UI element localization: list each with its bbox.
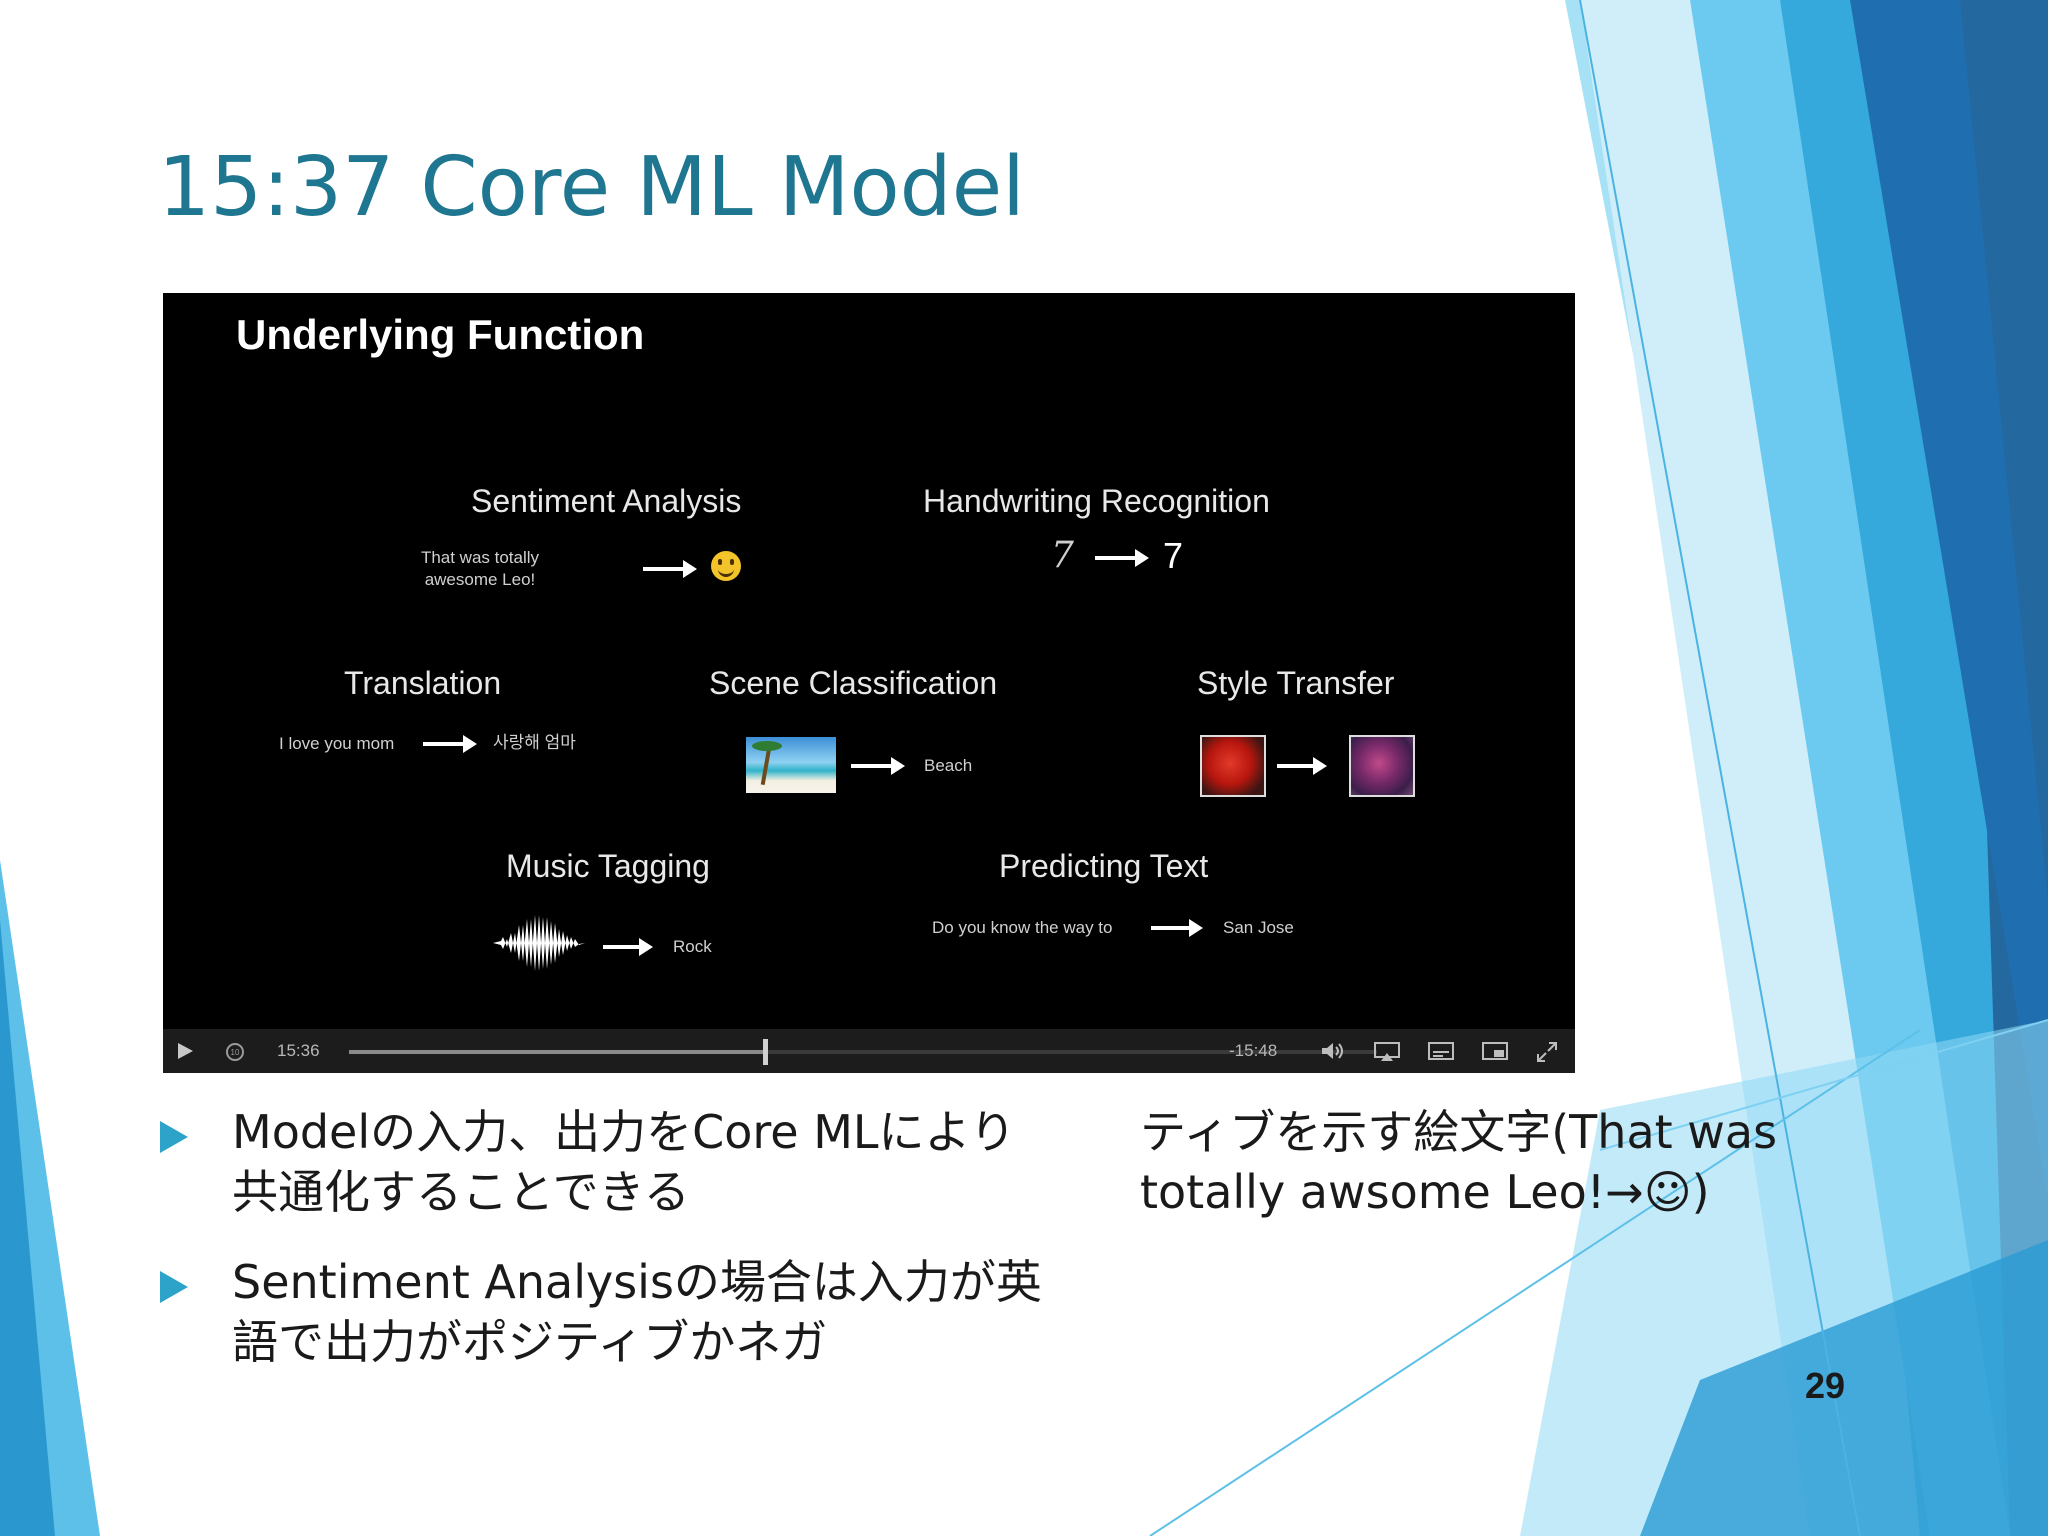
bullet-text-2: Sentiment Analysisの場合は入力が英語で出力がポジティブかネガ	[232, 1255, 1042, 1369]
task-label-style-transfer: Style Transfer	[1197, 665, 1395, 701]
music-output: Rock	[673, 937, 712, 956]
svg-text:10: 10	[231, 1048, 240, 1057]
picture-in-picture-icon[interactable]	[1481, 1041, 1509, 1063]
remaining-time: -15:48	[1229, 1041, 1278, 1060]
predicting-input: Do you know the way to	[932, 918, 1113, 937]
fullscreen-icon[interactable]	[1535, 1040, 1559, 1064]
style-source-image	[1200, 735, 1266, 797]
video-player[interactable]: Underlying Function Sentiment Analysis T…	[163, 293, 1575, 1073]
arrow-icon	[851, 757, 905, 775]
smiley-emoji-icon	[711, 551, 741, 581]
style-result-image	[1349, 735, 1415, 797]
arrow-icon	[1095, 549, 1149, 567]
recognized-seven: 7	[1163, 535, 1184, 576]
handwritten-seven: 7	[1051, 535, 1074, 576]
bullet-continuation: ティブを示す絵文字(That was totally awsome Leo!→☺…	[1140, 1105, 1778, 1219]
airplay-icon[interactable]	[1373, 1041, 1401, 1063]
task-label-sentiment: Sentiment Analysis	[471, 483, 742, 519]
task-label-translation: Translation	[344, 665, 502, 701]
play-icon[interactable]	[175, 1041, 195, 1061]
progress-scrubber[interactable]	[763, 1039, 768, 1065]
translation-input: I love you mom	[279, 734, 395, 753]
arrow-icon	[423, 735, 477, 753]
predicting-output: San Jose	[1223, 918, 1294, 937]
replay-10-icon[interactable]: 10	[223, 1040, 247, 1064]
sentiment-input: That was totally awesome Leo!	[420, 548, 540, 589]
bullet-text-1: Modelの入力、出力をCore MLにより共通化することできる	[232, 1105, 1016, 1219]
player-controls: 10 15:36 -15:48	[163, 1029, 1575, 1073]
audio-waveform-icon	[493, 915, 585, 971]
bullet-marker	[160, 1271, 188, 1303]
arrow-icon	[603, 938, 653, 956]
elapsed-time: 15:36	[277, 1041, 320, 1060]
task-label-scene: Scene Classification	[709, 665, 998, 701]
video-heading: Underlying Function	[236, 311, 645, 358]
arrow-icon	[1151, 919, 1203, 937]
task-label-predicting: Predicting Text	[999, 848, 1209, 884]
bullet-marker	[160, 1121, 188, 1153]
progress-track[interactable]	[349, 1050, 1377, 1054]
subtitles-icon[interactable]	[1427, 1041, 1455, 1063]
volume-icon[interactable]	[1320, 1041, 1346, 1061]
progress-played	[349, 1050, 765, 1054]
beach-image	[746, 737, 836, 793]
page-number: 29	[1805, 1365, 1846, 1406]
scene-output: Beach	[924, 756, 973, 775]
task-label-music: Music Tagging	[506, 848, 710, 884]
slide-title: 15:37 Core ML Model	[158, 140, 1025, 235]
task-label-handwriting: Handwriting Recognition	[923, 483, 1270, 519]
arrow-icon	[1277, 757, 1327, 775]
arrow-icon	[643, 560, 697, 578]
translation-output: 사랑해 엄마	[493, 733, 576, 752]
